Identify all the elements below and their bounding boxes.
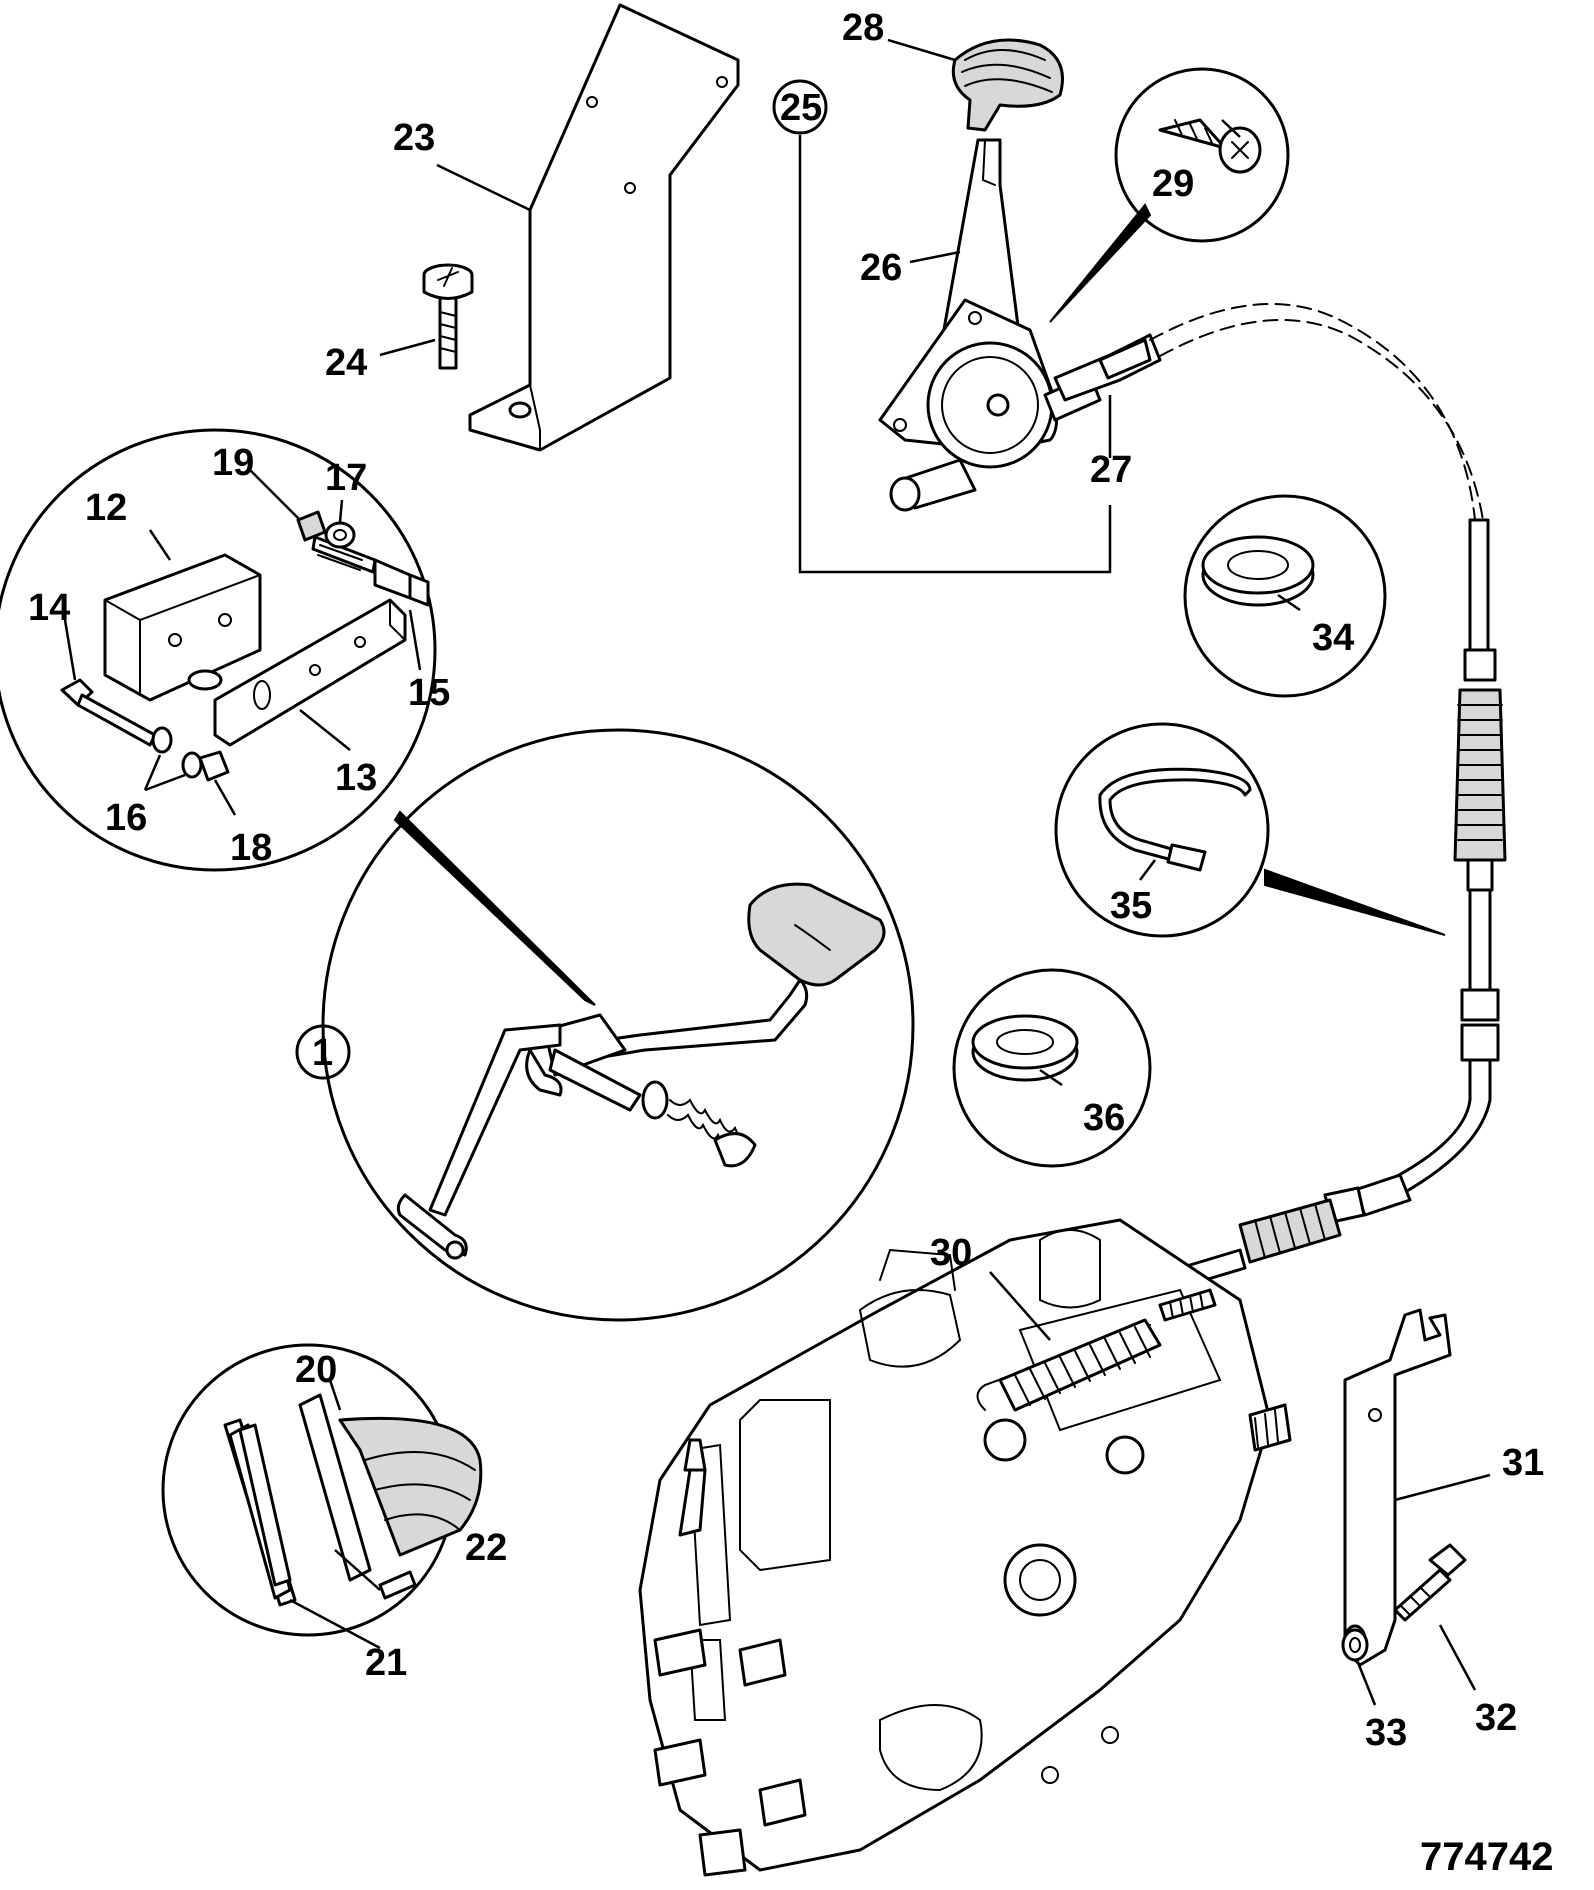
callout-26: 26	[860, 247, 902, 289]
accelerator-pedal-detail-circle-1	[321, 728, 915, 1322]
callout-27: 27	[1090, 449, 1132, 491]
grommet-detail-circle-36	[952, 968, 1152, 1168]
callout-32: 32	[1475, 1697, 1517, 1739]
callout-31: 31	[1502, 1442, 1544, 1484]
leader-lines	[63, 38, 1491, 1706]
callout-28: 28	[842, 7, 884, 49]
callout-19: 19	[212, 442, 254, 484]
boot-detail-circle-20	[161, 1343, 483, 1637]
switch-detail-circle-12	[0, 428, 437, 872]
callout-23: 23	[393, 117, 435, 159]
hand-throttle-lever-part-26	[878, 138, 1162, 512]
callout-13: 13	[335, 757, 377, 799]
drawing-number: 774742	[1420, 1835, 1553, 1879]
screw-detail-circle-29	[1049, 67, 1290, 323]
callout-17: 17	[325, 457, 367, 499]
callout-1-ring	[295, 1024, 351, 1080]
cable-tie-detail-circle-35	[1054, 722, 1446, 938]
callout-25-ring	[772, 79, 828, 135]
callout-34: 34	[1312, 617, 1354, 659]
grommet-detail-circle-34	[1183, 494, 1387, 698]
cable-end-part-27	[1098, 338, 1152, 380]
callout-16: 16	[105, 797, 147, 839]
callout-24: 24	[325, 342, 367, 384]
knob-part-28	[951, 38, 1064, 132]
callout-1: 1	[312, 1032, 333, 1074]
callout-30: 30	[930, 1232, 972, 1274]
callout-33: 33	[1365, 1712, 1407, 1754]
return-spring-part-30	[976, 1288, 1217, 1412]
callout-labels: 23 24 28 25 26 29 27 34 35 36 30 31 32 3…	[28, 7, 1553, 1879]
cable-routing-dashed	[1149, 303, 1476, 521]
screw-part-24	[422, 263, 474, 370]
callout-29: 29	[1152, 163, 1194, 205]
callout-21: 21	[365, 1642, 407, 1684]
callout-36: 36	[1083, 1097, 1125, 1139]
callout-15: 15	[408, 672, 450, 714]
callout-20: 20	[295, 1349, 337, 1391]
callout-25: 25	[780, 87, 822, 129]
callout-22: 22	[465, 1527, 507, 1569]
callout-18: 18	[230, 827, 272, 869]
washer-part-33	[1341, 1628, 1369, 1662]
bolt-part-32	[1393, 1543, 1467, 1622]
callout-12: 12	[85, 487, 127, 529]
bracket-part-23	[468, 3, 740, 452]
assembly-bracket-line-25	[798, 135, 1112, 574]
injection-pump-body	[638, 1218, 1292, 1877]
callout-35: 35	[1110, 885, 1152, 927]
callout-14: 14	[28, 587, 70, 629]
throttle-cable-part-27	[1143, 518, 1507, 1304]
